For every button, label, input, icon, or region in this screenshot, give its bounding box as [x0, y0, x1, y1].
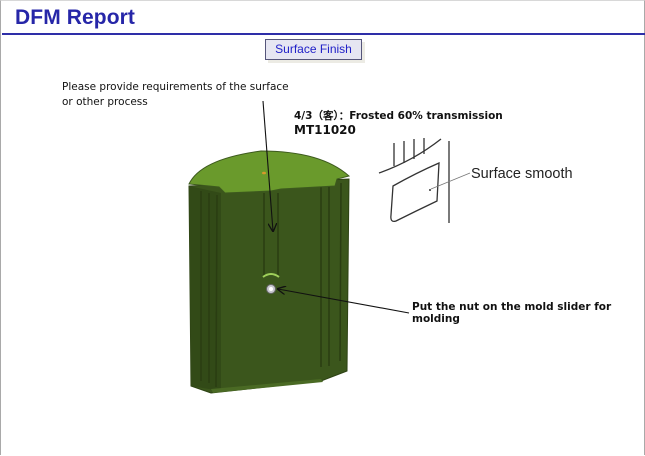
surface-smooth-label: Surface smooth — [471, 166, 573, 182]
surface-requirement-note: Please provide requirements of the surfa… — [62, 81, 289, 108]
title-divider — [2, 33, 645, 35]
finish-spec-note: 4/3（客）：Frosted 60% transmission MT11020 — [294, 109, 503, 137]
arrow-to-surface — [262, 100, 273, 231]
nut-instruction-note: Put the nut on the mold slider for moldi… — [412, 301, 612, 325]
finish-spec-line1: 4/3（客）：Frosted 60% transmission — [294, 110, 503, 122]
page-title: DFM Report — [15, 6, 135, 29]
finish-spec-line2: MT11020 — [294, 123, 356, 137]
arrow-to-nut — [278, 289, 410, 314]
surface-finish-tab[interactable]: Surface Finish — [265, 39, 362, 60]
